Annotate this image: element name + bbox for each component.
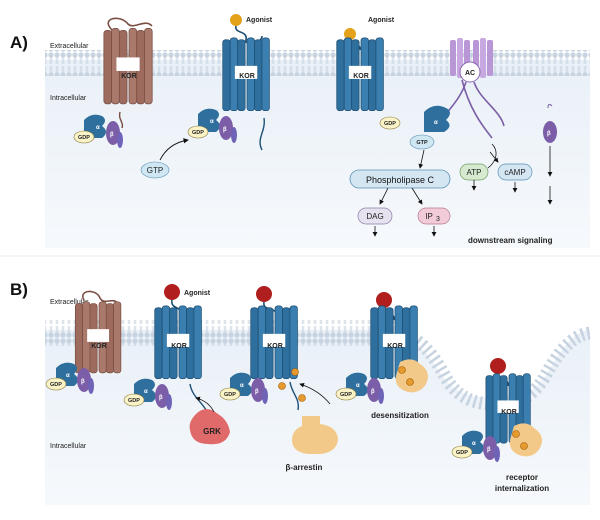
svg-text:KOR: KOR — [353, 73, 369, 80]
grk: GRK — [189, 396, 230, 445]
panel-a-extracellular-label: Extracellular — [50, 43, 89, 50]
kor-label-a1: KOR — [239, 73, 255, 80]
ac-label: AC — [465, 70, 475, 77]
svg-text:GDP: GDP — [192, 130, 204, 136]
plc-label: Phospholipase C — [366, 175, 435, 185]
g-protein-b5: α β GDP — [451, 430, 500, 462]
downstream-label: downstream signaling — [468, 236, 553, 245]
svg-text:KOR: KOR — [387, 343, 403, 350]
gdp-free: GDP — [379, 116, 401, 130]
g-protein-b4: α β GDP — [335, 372, 384, 404]
kor-label: KOR — [121, 73, 137, 80]
kor-desensitized: KOR — [370, 292, 428, 393]
svg-text:α: α — [66, 373, 70, 379]
svg-text:α: α — [472, 441, 476, 447]
camp: cAMP — [497, 163, 533, 193]
svg-text:α: α — [356, 383, 360, 389]
svg-text:α: α — [144, 389, 148, 395]
kor-phosphorylated: KOR — [250, 286, 306, 411]
svg-text:β: β — [159, 395, 163, 401]
agonist-label-a2: Agonist — [368, 17, 395, 24]
svg-text:GDP: GDP — [340, 392, 352, 398]
gtp-label: GTP — [147, 166, 163, 175]
svg-text:β: β — [81, 379, 85, 385]
grk-label: GRK — [203, 427, 221, 436]
agonist-molecule-b — [164, 284, 180, 300]
svg-text:GDP: GDP — [50, 382, 62, 388]
panel-a: A) Extracellular Intracellular KOR α β G… — [10, 14, 590, 248]
svg-text:β: β — [371, 389, 375, 395]
dag: DAG — [357, 207, 393, 237]
svg-text:IP: IP — [425, 212, 433, 221]
svg-text:GDP: GDP — [456, 450, 468, 456]
svg-text:KOR: KOR — [171, 343, 187, 350]
agonist-label-a1: Agonist — [246, 17, 273, 24]
svg-text:α: α — [210, 119, 214, 125]
svg-text:β: β — [547, 131, 551, 137]
g-protein-a1: α β GDP — [73, 114, 123, 148]
g-beta: β — [110, 132, 114, 138]
gdp-label: GDP — [78, 135, 90, 141]
svg-text:β: β — [487, 447, 491, 453]
panel-b-extracellular-label: Extracellular — [50, 299, 89, 306]
svg-text:GTP: GTP — [416, 140, 428, 146]
panel-a-intracellular-label: Intracellular — [50, 95, 87, 102]
panel-b-membrane-invagination — [394, 326, 592, 411]
adenylyl-cyclase: AC — [439, 38, 505, 139]
internalization-label-1: receptor — [506, 473, 538, 482]
desensitization-label: desensitization — [371, 411, 429, 420]
g-protein-b1: α β GDP — [45, 362, 94, 394]
g-protein-a2: α β GDP — [187, 108, 237, 143]
gtp-exchange: GTP — [140, 138, 189, 179]
svg-text:KOR: KOR — [91, 343, 107, 350]
agonist-label-b: Agonist — [184, 290, 211, 297]
g-alpha: α — [96, 125, 100, 131]
svg-text:KOR: KOR — [501, 409, 517, 416]
kor-inactive-b: KOR — [74, 290, 122, 374]
svg-text:β: β — [255, 389, 259, 395]
kor-active-a1: Agonist KOR — [222, 14, 273, 151]
kor-internalized: KOR — [485, 358, 542, 457]
svg-text:GDP: GDP — [384, 121, 396, 127]
agonist-molecule — [230, 14, 242, 26]
panel-a-label: A) — [10, 33, 28, 52]
svg-text:α: α — [434, 120, 438, 126]
g-alpha-gtp: α GTP — [409, 105, 450, 169]
panel-b-intracellular-label: Intracellular — [50, 443, 87, 450]
phospholipase-c: Phospholipase C — [349, 169, 451, 205]
g-protein-b2: α β GDP — [123, 378, 172, 410]
internalization-label-2: internalization — [495, 484, 549, 493]
atp: ATP — [459, 143, 499, 191]
panel-b: B) Extracellular Intracellular KOR α β G… — [10, 280, 592, 505]
svg-text:GDP: GDP — [128, 398, 140, 404]
arrestin-label: β-arrestin — [286, 463, 323, 472]
svg-text:DAG: DAG — [366, 212, 383, 221]
beta-arrestin: β-arrestin — [286, 382, 338, 472]
svg-text:ATP: ATP — [467, 168, 482, 177]
g-beta-gamma-free: β — [543, 103, 557, 205]
svg-text:cAMP: cAMP — [504, 168, 525, 177]
kor-inactive-a: KOR — [103, 17, 153, 129]
svg-text:GDP: GDP — [224, 392, 236, 398]
g-protein-b3: α β GDP — [219, 372, 268, 404]
svg-text:3: 3 — [436, 216, 440, 223]
ip3: IP 3 — [417, 207, 451, 237]
panel-b-label: B) — [10, 280, 28, 299]
svg-text:α: α — [240, 383, 244, 389]
kor-active-a2: Agonist KOR — [336, 17, 395, 112]
svg-text:KOR: KOR — [267, 343, 283, 350]
kor-active-b1: Agonist KOR — [154, 284, 211, 411]
svg-text:β: β — [223, 127, 227, 133]
